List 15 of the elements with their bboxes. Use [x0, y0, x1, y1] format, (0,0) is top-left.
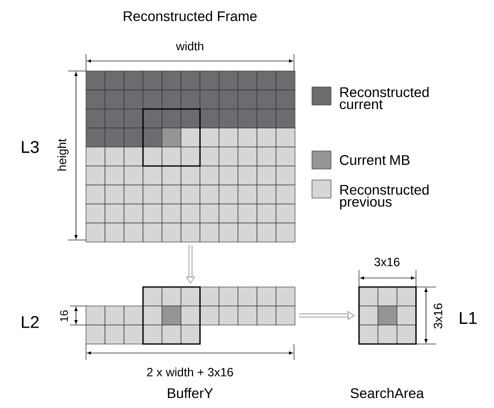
level-label: L2	[22, 316, 39, 328]
dimension-label: 16	[60, 310, 68, 322]
dimension-label: width	[176, 42, 204, 50]
legend-label: Reconstructed current	[340, 86, 429, 110]
level-label: L3	[22, 140, 39, 154]
dimension-label: 3x16	[434, 304, 442, 329]
buffer-title: BufferY	[168, 388, 213, 398]
dimension-label: height	[57, 138, 69, 171]
frame-title: Reconstructed Frame	[124, 10, 257, 22]
search-title: SearchArea	[350, 388, 424, 398]
level-label: L1	[460, 312, 477, 324]
dimension-label: 2 x width + 3x16	[147, 368, 233, 376]
legend-label: Current MB	[340, 155, 410, 165]
dimension-label: 3x16	[374, 258, 400, 266]
legend-label: Reconstructed previous	[340, 184, 429, 210]
